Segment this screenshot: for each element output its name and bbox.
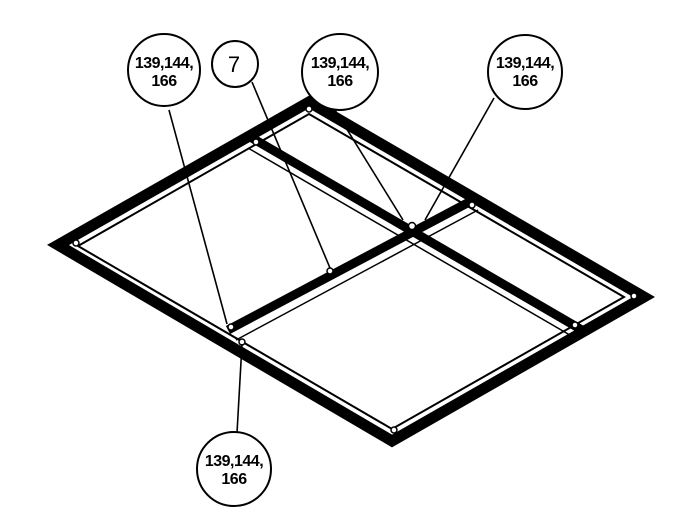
callout-label-line2: 166 <box>327 73 353 90</box>
callout-label-line1: 139,144, <box>135 55 193 72</box>
fitting-top <box>305 105 313 113</box>
leader-top-mid <box>334 109 404 221</box>
callout-balloon-top-right: 139,144, 166 <box>487 34 563 110</box>
callout-label-line2: 166 <box>221 471 247 488</box>
corner-fittings <box>72 105 638 434</box>
callout-label-line2: 166 <box>151 73 177 90</box>
callout-label-line1: 139,144, <box>311 55 369 72</box>
fitting-cross-lr <box>571 321 579 329</box>
cross-member-short <box>225 196 476 334</box>
leader-top-left <box>168 109 228 325</box>
frame-assembly <box>47 95 656 448</box>
callout-label-line1: 139,144, <box>496 55 554 72</box>
outer-frame-inner-edge <box>75 112 627 431</box>
cross-member-short-edge <box>235 209 479 341</box>
callout-balloon-top-left: 139,144, 166 <box>127 33 201 107</box>
leader-lines <box>168 81 495 434</box>
callout-label: 7 <box>228 52 240 77</box>
callout-balloon-bottom: 139,144, 166 <box>196 431 272 507</box>
leader-top-right <box>424 97 495 221</box>
callout-balloon-seven: 7 <box>211 40 259 88</box>
fitting-cross-ur <box>468 201 476 209</box>
callout-balloon-top-mid: 139,144, 166 <box>301 33 379 111</box>
fitting-cross-ll <box>227 323 235 331</box>
fitting-cross-ul <box>252 138 260 146</box>
fitting-bottom <box>390 426 398 434</box>
fitting-mid-member <box>326 267 334 275</box>
outer-frame <box>47 95 656 448</box>
fitting-center <box>407 221 417 231</box>
fitting-right <box>630 292 638 300</box>
callout-label-line2: 166 <box>512 73 538 90</box>
leader-bottom <box>236 343 243 434</box>
fitting-left <box>72 239 80 247</box>
leader-seven <box>251 81 331 269</box>
cross-member-long-edge <box>247 147 576 339</box>
callout-label-line1: 139,144, <box>205 453 263 470</box>
